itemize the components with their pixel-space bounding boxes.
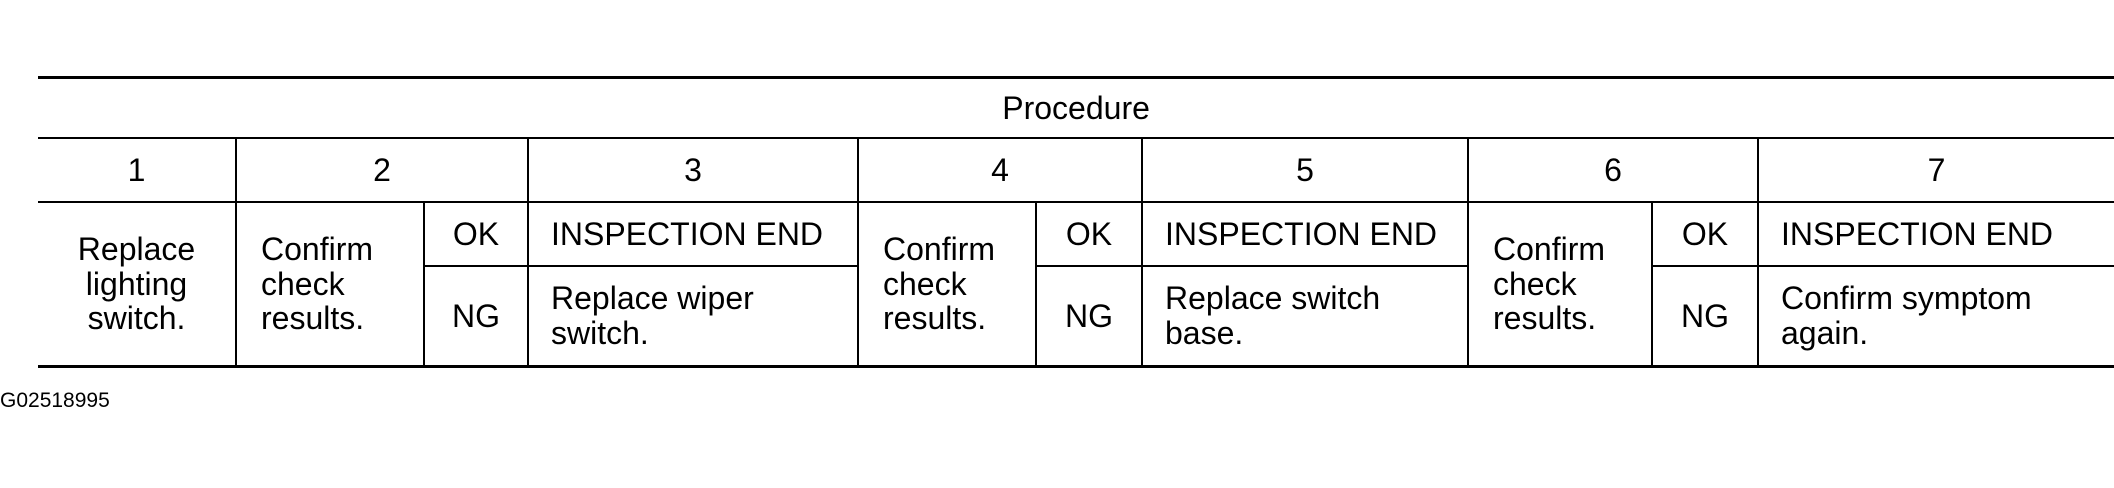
step7-ok-result: INSPECTION END — [1756, 202, 2114, 267]
step-number-4: 4 — [857, 138, 1142, 203]
ok-row: Replace lighting switch. Confirm check r… — [38, 202, 2114, 368]
step-number-5: 5 — [1141, 138, 1468, 203]
step3-ng-result: Replace wiper switch. — [527, 266, 858, 368]
step4-ok-label: OK — [1035, 202, 1142, 267]
step5-ok-result: INSPECTION END — [1141, 202, 1468, 267]
step2-confirm-cell: Confirm check results. — [235, 202, 424, 368]
step-number-6: 6 — [1467, 138, 1758, 203]
ng-row: NG Replace wiper switch. NG Replace swit… — [38, 266, 2114, 368]
step6-ok-label: OK — [1651, 202, 1758, 267]
step6-confirm-cell: Confirm check results. — [1467, 202, 1652, 368]
procedure-table: Procedure 1 2 3 4 5 6 7 Replace lighting… — [38, 76, 2114, 368]
step5-ng-result: Replace switch base. — [1141, 266, 1468, 368]
step1-cell: Replace lighting switch. — [38, 202, 236, 368]
procedure-header: Procedure — [38, 76, 2114, 139]
step-number-row: 1 2 3 4 5 6 7 — [38, 138, 2114, 203]
figure-id: G02518995 — [0, 389, 110, 412]
step7-ng-result: Confirm symptom again. — [1756, 266, 2114, 368]
procedure-header-row: Procedure — [38, 76, 2114, 139]
step-number-7: 7 — [1756, 138, 2114, 203]
step4-ng-label: NG — [1035, 266, 1142, 368]
step4-confirm-cell: Confirm check results. — [857, 202, 1036, 368]
step2-ng-label: NG — [423, 266, 528, 368]
step3-ok-result: INSPECTION END — [527, 202, 858, 267]
step-number-1: 1 — [38, 138, 236, 203]
step-number-3: 3 — [527, 138, 858, 203]
step-number-2: 2 — [235, 138, 528, 203]
step6-ng-label: NG — [1651, 266, 1758, 368]
step2-ok-label: OK — [423, 202, 528, 267]
